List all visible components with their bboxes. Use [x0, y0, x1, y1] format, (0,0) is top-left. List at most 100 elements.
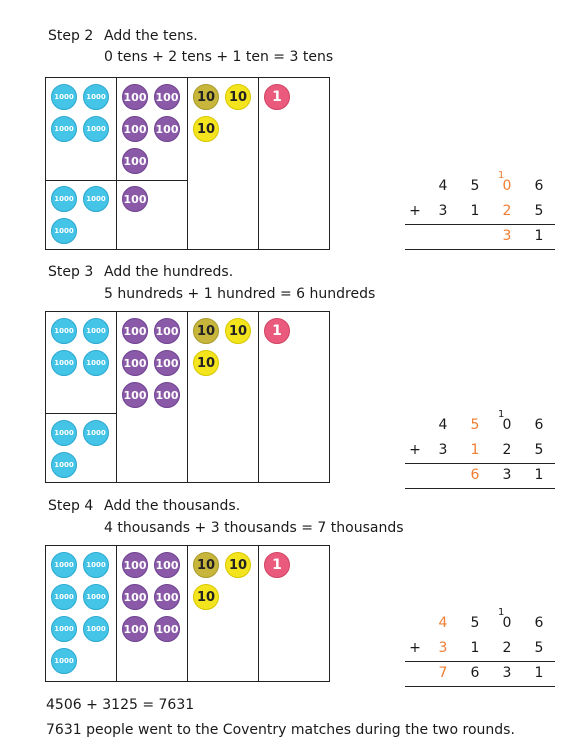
digit-top-thousands: 4: [438, 417, 448, 433]
thousand-counter: 1000: [51, 584, 77, 610]
digit-result-tens: 3: [502, 665, 512, 681]
ten-counter: 10: [193, 552, 219, 578]
hundred-counter: 100: [122, 318, 148, 344]
digit-top-hundreds: 5: [470, 417, 480, 433]
carry-digit: 1: [498, 170, 505, 181]
digit-result-hundreds: 6: [470, 665, 480, 681]
plus-sign: +: [409, 442, 421, 458]
hundred-counter: 100: [122, 84, 148, 110]
step-3-title: Add the hundreds.: [104, 264, 234, 280]
plus-sign: +: [409, 640, 421, 656]
step-2-title: Add the tens.: [104, 28, 198, 44]
digit-bottom-hundreds: 1: [470, 203, 480, 219]
thousand-counter: 1000: [83, 186, 109, 212]
hundred-counter: 100: [154, 350, 180, 376]
step-2-detail: 0 tens + 2 tens + 1 ten = 3 tens: [104, 49, 334, 65]
hundred-counter: 100: [122, 584, 148, 610]
digit-result-ones: 1: [534, 228, 544, 244]
digit-bottom-tens: 2: [502, 203, 512, 219]
hundred-counter: 100: [154, 584, 180, 610]
hundred-counter: 100: [122, 116, 148, 142]
step-4-title: Add the thousands.: [104, 498, 241, 514]
digit-bottom-ones: 5: [534, 640, 544, 656]
ten-counter: 10: [225, 84, 251, 110]
final-equation: 4506 + 3125 = 7631: [46, 697, 195, 713]
carry-digit: 1: [498, 409, 505, 420]
digit-bottom-hundreds: 1: [470, 640, 480, 656]
digit-top-tens: 0: [502, 615, 512, 631]
digit-bottom-ones: 5: [534, 442, 544, 458]
digit-top-hundreds: 5: [470, 615, 480, 631]
one-counter: 1: [264, 84, 290, 110]
one-counter: 1: [264, 318, 290, 344]
thousand-counter: 1000: [51, 350, 77, 376]
thousand-counter: 1000: [83, 584, 109, 610]
digit-top-hundreds: 5: [470, 178, 480, 194]
hundred-counter: 100: [154, 382, 180, 408]
step-3-detail: 5 hundreds + 1 hundred = 6 hundreds: [104, 286, 376, 302]
thousand-counter: 1000: [51, 84, 77, 110]
hundred-counter: 100: [154, 84, 180, 110]
digit-top-tens: 0: [502, 417, 512, 433]
digit-bottom-thousands: 3: [438, 442, 448, 458]
column-addition-step-2: 1 4 5 0 6 + 3 1 2 5 3 1: [405, 166, 555, 250]
thousand-counter: 1000: [83, 318, 109, 344]
thousand-counter: 1000: [83, 552, 109, 578]
digit-bottom-tens: 2: [502, 640, 512, 656]
thousand-counter: 1000: [83, 616, 109, 642]
thousand-counter: 1000: [83, 116, 109, 142]
digit-result-tens: 3: [502, 467, 512, 483]
thousand-counter: 1000: [51, 420, 77, 446]
hundred-counter: 100: [122, 552, 148, 578]
thousand-counter: 1000: [51, 186, 77, 212]
digit-bottom-hundreds: 1: [470, 442, 480, 458]
step-4-label: Step 4: [48, 498, 94, 514]
digit-top-thousands: 4: [438, 178, 448, 194]
ten-counter: 10: [193, 318, 219, 344]
place-value-chart-step-3: 1000 1000 1000 1000 1000 1000 1000 100 1…: [45, 311, 330, 483]
place-value-chart-step-2: 1000 1000 1000 1000 1000 1000 1000 100 1…: [45, 77, 330, 250]
thousand-counter: 1000: [51, 116, 77, 142]
hundred-counter: 100: [154, 552, 180, 578]
digit-top-ones: 6: [534, 417, 544, 433]
hundred-counter: 100: [122, 616, 148, 642]
digit-result-ones: 1: [534, 467, 544, 483]
hundred-counter: 100: [154, 616, 180, 642]
ten-counter: 10: [193, 116, 219, 142]
thousand-counter: 1000: [51, 318, 77, 344]
hundred-counter: 100: [122, 186, 148, 212]
step-4-detail: 4 thousands + 3 thousands = 7 thousands: [104, 520, 404, 536]
thousand-counter: 1000: [51, 616, 77, 642]
digit-top-thousands: 4: [438, 615, 448, 631]
ten-counter: 10: [193, 584, 219, 610]
carry-digit: 1: [498, 607, 505, 618]
thousand-counter: 1000: [51, 552, 77, 578]
digit-result-ones: 1: [534, 665, 544, 681]
place-value-chart-step-4: 1000 1000 1000 1000 1000 1000 1000 100 1…: [45, 545, 330, 682]
step-2-label: Step 2: [48, 28, 94, 44]
hundred-counter: 100: [154, 116, 180, 142]
digit-top-ones: 6: [534, 615, 544, 631]
thousand-counter: 1000: [83, 350, 109, 376]
ten-counter: 10: [193, 350, 219, 376]
hundred-counter: 100: [154, 318, 180, 344]
column-addition-step-3: 1 4 5 0 6 + 3 1 2 5 6 3 1: [405, 405, 555, 489]
ten-counter: 10: [193, 84, 219, 110]
digit-bottom-thousands: 3: [438, 640, 448, 656]
digit-top-tens: 0: [502, 178, 512, 194]
step-3-label: Step 3: [48, 264, 94, 280]
thousand-counter: 1000: [83, 84, 109, 110]
conclusion-sentence: 7631 people went to the Coventry matches…: [46, 722, 515, 738]
digit-top-ones: 6: [534, 178, 544, 194]
digit-result-thousands: 7: [438, 665, 448, 681]
hundred-counter: 100: [122, 382, 148, 408]
column-addition-step-4: 1 4 5 0 6 + 3 1 2 5 7 6 3 1: [405, 603, 555, 687]
digit-result-tens: 3: [502, 228, 512, 244]
ten-counter: 10: [225, 552, 251, 578]
digit-bottom-tens: 2: [502, 442, 512, 458]
thousand-counter: 1000: [51, 218, 77, 244]
digit-bottom-thousands: 3: [438, 203, 448, 219]
ten-counter: 10: [225, 318, 251, 344]
thousand-counter: 1000: [83, 420, 109, 446]
digit-result-hundreds: 6: [470, 467, 480, 483]
